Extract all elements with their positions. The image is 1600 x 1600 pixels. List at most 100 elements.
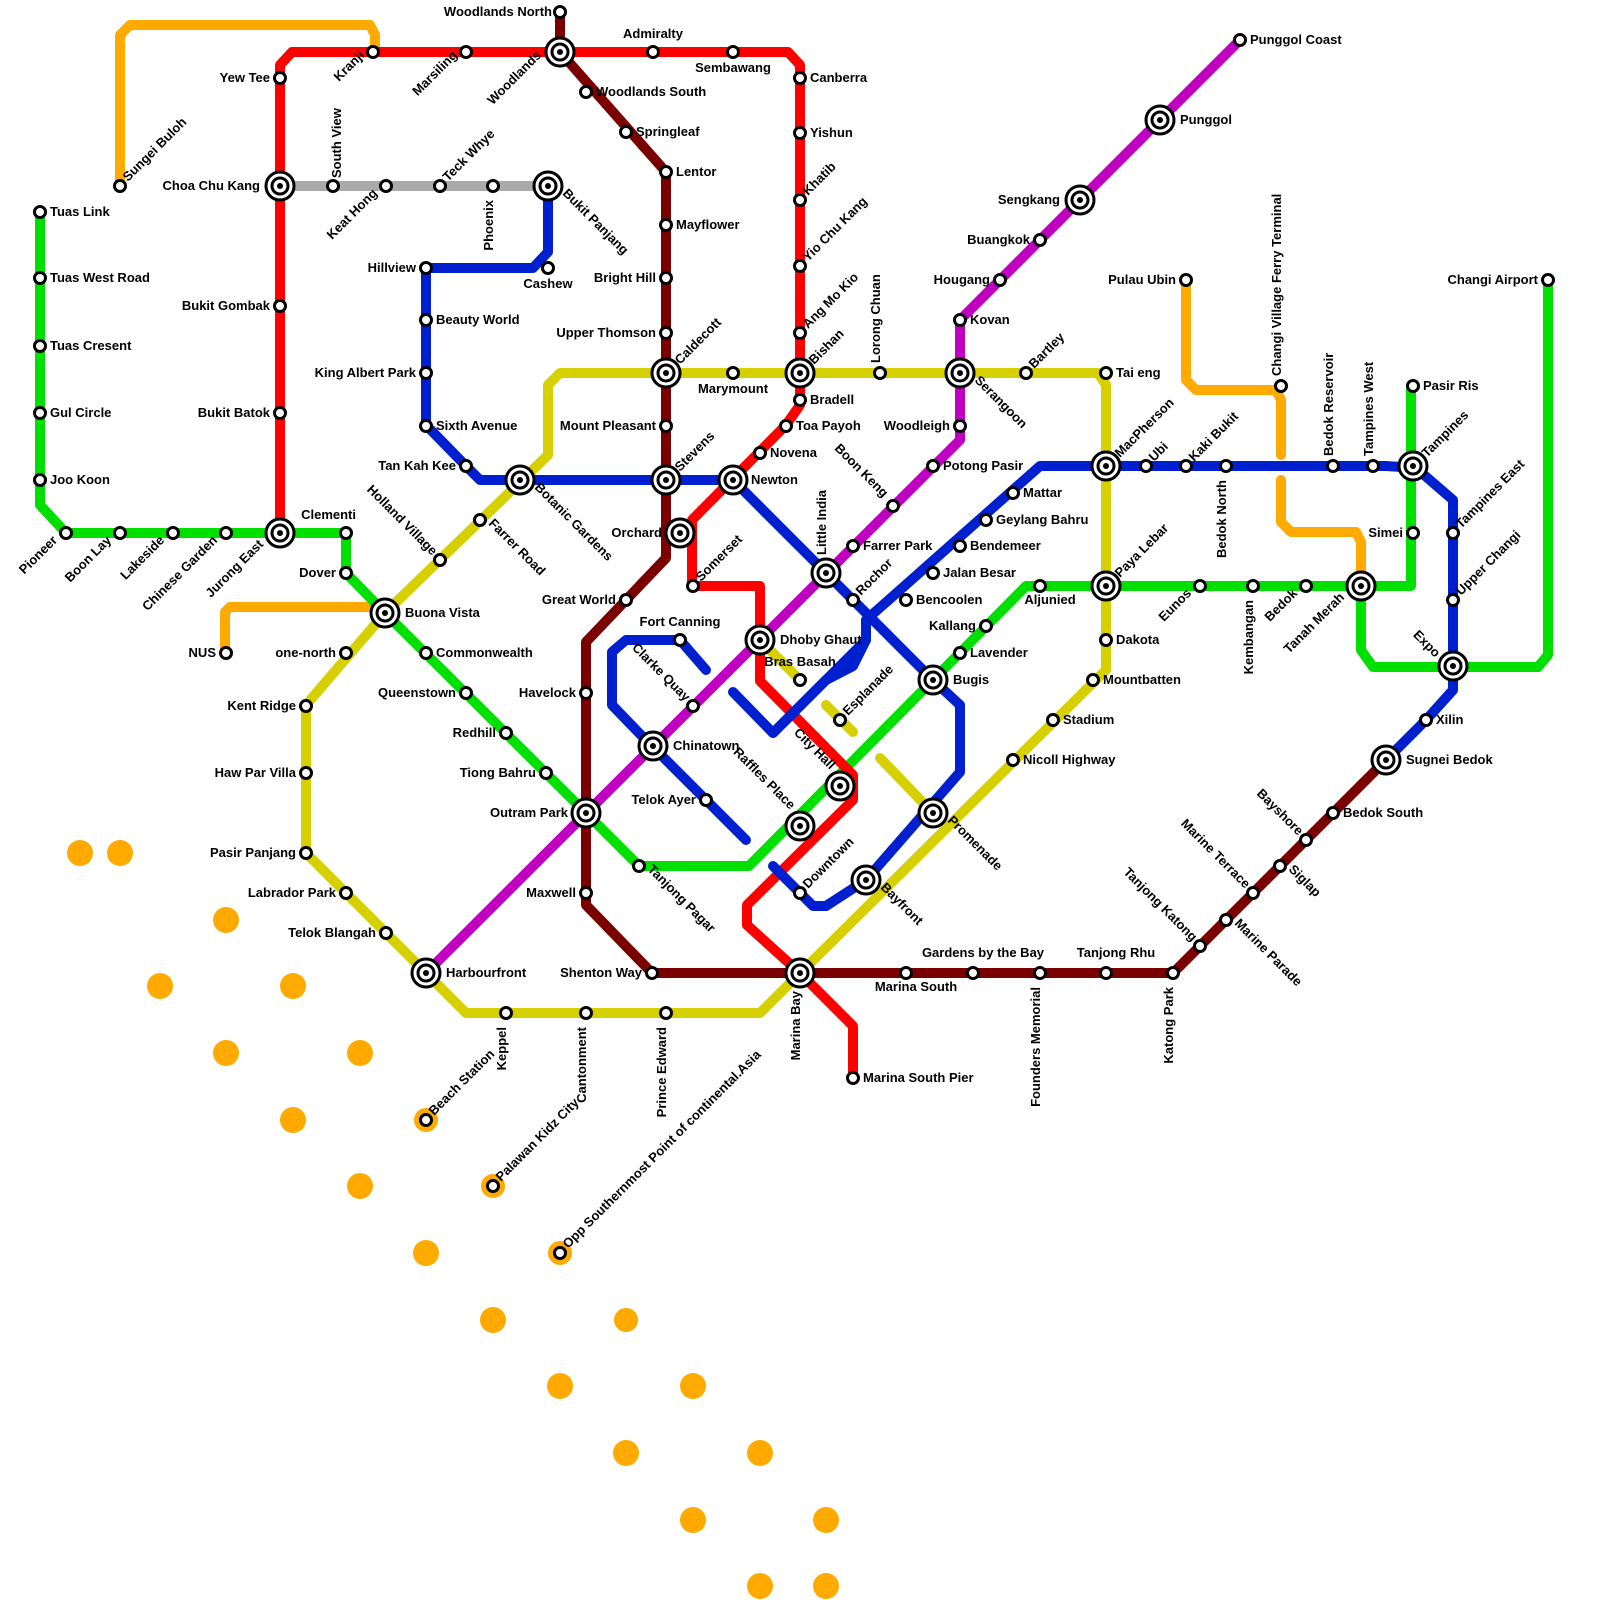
station-phoenix (486, 179, 500, 193)
orange-dot (280, 1107, 306, 1133)
label-choa-chu-kang: Choa Chu Kang (163, 178, 261, 193)
label-tampines-west: Tampines West (1361, 361, 1376, 456)
interchange-center-choa-chu-kang (277, 183, 283, 189)
interchange-center-jurong-east (277, 530, 283, 536)
label-tuas-link: Tuas Link (50, 204, 110, 219)
label-lorong-chuan: Lorong Chuan (868, 274, 883, 363)
station-siglap (1273, 859, 1287, 873)
station-sixth-avenue (419, 419, 433, 433)
label-fort-canning: Fort Canning (640, 614, 721, 629)
label-redhill: Redhill (453, 725, 496, 740)
label-simei: Simei (1368, 525, 1403, 540)
station-tan-kah-kee (459, 459, 473, 473)
interchange-center-bugis (930, 677, 936, 683)
label-novena: Novena (770, 445, 818, 460)
station-clarke-quay (686, 699, 700, 713)
station-mayflower (659, 218, 673, 232)
label-raffles-place: Raffles Place (731, 744, 799, 812)
label-sugnei-bedok: Sugnei Bedok (1406, 752, 1493, 767)
label-ang-mo-kio: Ang Mo Kio (800, 269, 862, 331)
station-clementi (339, 526, 353, 540)
label-stevens: Stevens (672, 428, 718, 474)
label-bugis: Bugis (953, 672, 989, 687)
orange-dot (813, 1507, 839, 1533)
label-chinatown: Chinatown (673, 738, 739, 753)
interchange-center-botanic-gardens (517, 477, 523, 483)
orange-dot (280, 973, 306, 999)
label-kembangan: Kembangan (1241, 600, 1256, 674)
label-marina-south: Marina South (875, 979, 957, 994)
label-somerset: Somerset (693, 531, 746, 584)
interchange-center-city-hall (837, 783, 843, 789)
station-tai-eng (1099, 366, 1113, 380)
station-farrer-park (846, 539, 860, 553)
label-kaki-bukit: Kaki Bukit (1186, 408, 1242, 464)
orange-dot (347, 1173, 373, 1199)
label-keppel: Keppel (494, 1027, 509, 1070)
label-boon-lay: Boon Lay (62, 532, 115, 585)
label-haw-par-villa: Haw Par Villa (215, 765, 297, 780)
interchange-center-sugnei-bedok (1383, 757, 1389, 763)
label-toa-payoh: Toa Payoh (796, 418, 861, 433)
label-little-india: Little India (814, 489, 829, 555)
station-marina-south-pier (846, 1071, 860, 1085)
label-promenade: Promenade (945, 813, 1006, 874)
label-sengkang: Sengkang (998, 192, 1060, 207)
label-marina-bay: Marina Bay (788, 990, 803, 1060)
label-canberra: Canberra (810, 70, 868, 85)
label-bartley: Bartley (1026, 329, 1068, 371)
orange-dot (213, 907, 239, 933)
station-nus (219, 646, 233, 660)
orange-dot (680, 1373, 706, 1399)
station-mattar (1006, 486, 1020, 500)
station-jalan-besar (926, 566, 940, 580)
station-stadium (1046, 713, 1060, 727)
label-bencoolen: Bencoolen (916, 592, 983, 607)
station-bright-hill (659, 271, 673, 285)
station-lentor (659, 165, 673, 179)
interchange-center-promenade (930, 810, 936, 816)
station-tuas-west-road (33, 271, 47, 285)
station-hougang (993, 273, 1007, 287)
station-tanjong-rhu (1099, 966, 1113, 980)
label-yio-chu-kang: Yio Chu Kang (800, 194, 871, 265)
label-gul-circle: Gul Circle (50, 405, 111, 420)
station-bayshore (1299, 833, 1313, 847)
label-phoenix: Phoenix (481, 199, 496, 250)
station-commonwealth (419, 646, 433, 660)
interchange-center-outram-park (583, 810, 589, 816)
label-bedok-south: Bedok South (1343, 805, 1423, 820)
label-cantonment: Cantonment (574, 1026, 589, 1103)
label-bayshore: Bayshore (1254, 786, 1307, 839)
label-mayflower: Mayflower (676, 217, 740, 232)
orange-dot (680, 1507, 706, 1533)
label-pulau-ubin: Pulau Ubin (1108, 272, 1176, 287)
station-mountbatten (1086, 673, 1100, 687)
station-gardens-by-the-bay (966, 966, 980, 980)
station-king-albert-park (419, 366, 433, 380)
label-teck-whye: Teck Whye (440, 126, 498, 184)
orange-dot (747, 1440, 773, 1466)
label-bright-hill: Bright Hill (594, 270, 656, 285)
station-aljunied (1033, 579, 1047, 593)
label-king-albert-park: King Albert Park (315, 365, 417, 380)
station-boon-lay (113, 526, 127, 540)
station-kallang (979, 619, 993, 633)
station-prince-edward (659, 1006, 673, 1020)
label-dhoby-ghaut: Dhoby Ghaut (780, 632, 862, 647)
station-bedok-reservoir (1326, 459, 1340, 473)
station-keppel (499, 1006, 513, 1020)
label-beach-station: Beach Station (426, 1046, 498, 1118)
label-bayfront: Bayfront (878, 880, 927, 929)
line-paths (35, 7, 1553, 1083)
station-kembangan (1246, 579, 1260, 593)
label-yishun: Yishun (810, 125, 853, 140)
interchange-center-stevens (663, 477, 669, 483)
station-woodleigh (953, 419, 967, 433)
label-telok-blangah: Telok Blangah (288, 925, 376, 940)
label-bedok-reservoir: Bedok Reservoir (1321, 353, 1336, 456)
station-shenton-way (645, 966, 659, 980)
label-geylang-bahru: Geylang Bahru (996, 512, 1089, 527)
ext-line-sungei-buloh (115, 20, 380, 190)
station-khatib (793, 193, 807, 207)
